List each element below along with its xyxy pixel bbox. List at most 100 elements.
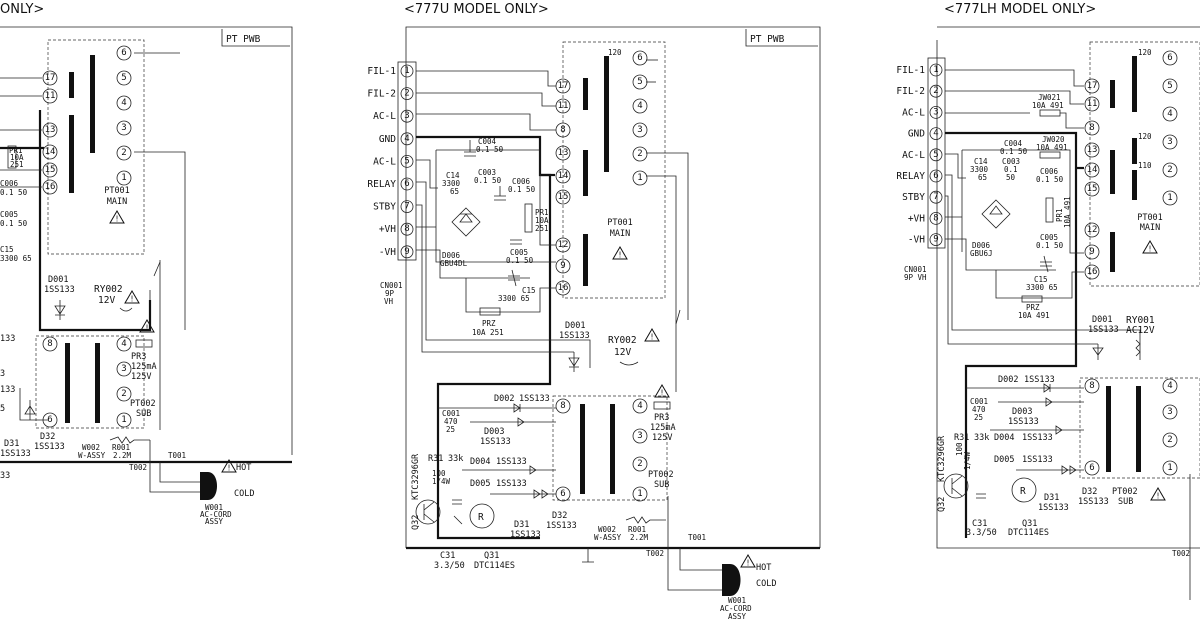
svg-text:0.1 50: 0.1 50 xyxy=(1000,147,1028,156)
svg-text:GBU6J: GBU6J xyxy=(970,249,993,258)
left-sub-r-pin-4-circle xyxy=(116,336,132,352)
svg-text:9P VH: 9P VH xyxy=(904,273,927,282)
svg-text:JW021: JW021 xyxy=(1038,93,1061,102)
svg-text:PT002: PT002 xyxy=(130,399,156,409)
svg-text:W001: W001 xyxy=(205,503,223,512)
svg-text:C001: C001 xyxy=(970,397,988,406)
svg-text:10A 491: 10A 491 xyxy=(1018,311,1050,320)
right-sub-r-pin-1-circle xyxy=(1162,460,1178,476)
svg-text:C006: C006 xyxy=(0,179,19,188)
svg-text:COLD: COLD xyxy=(234,489,254,499)
svg-text:C005: C005 xyxy=(0,210,18,219)
svg-text:0.1 50: 0.1 50 xyxy=(1036,175,1064,184)
svg-text:3: 3 xyxy=(0,369,5,379)
svg-text:3.3/50: 3.3/50 xyxy=(966,528,997,538)
center-tx-r-pin-4-circle xyxy=(632,98,648,114)
svg-text:120: 120 xyxy=(608,48,622,57)
svg-text:0.1 50: 0.1 50 xyxy=(0,219,28,228)
center-tx-l-pin-13-circle xyxy=(555,145,571,161)
left-txr-pin-2: 2 xyxy=(121,148,126,158)
svg-text:C15: C15 xyxy=(522,286,536,295)
center-cn-label-1: FIL-2 xyxy=(367,89,396,100)
svg-text:0.1 50: 0.1 50 xyxy=(508,185,536,194)
right-tx-l-pin-17-circle xyxy=(1084,78,1100,94)
right-cn-label-2: AC-L xyxy=(902,107,925,118)
svg-text:25: 25 xyxy=(974,413,983,422)
svg-text:PR1: PR1 xyxy=(1055,208,1064,222)
left-txr-pin-3: 3 xyxy=(121,123,126,133)
center-tx-l-pin-15: 15 xyxy=(558,192,569,202)
center-tx-r-pin-2: 2 xyxy=(637,149,642,159)
left-sub-r-pin-4: 4 xyxy=(121,339,126,349)
svg-text:R31: R31 xyxy=(428,454,443,464)
right-tx-l-pin-8-circle xyxy=(1084,120,1100,136)
left-txr-pin-4: 4 xyxy=(121,98,126,108)
svg-text:1SS133: 1SS133 xyxy=(1078,497,1109,507)
center-sub-l-pin-6-circle xyxy=(555,486,571,502)
center-sub-r-pin-1-circle xyxy=(632,486,648,502)
svg-text:T002: T002 xyxy=(1172,549,1190,558)
svg-text:PT001: PT001 xyxy=(607,218,633,228)
right-cn-pin-6-circle xyxy=(929,169,943,183)
left-tx-pin-16-circle xyxy=(42,179,58,195)
svg-text:251: 251 xyxy=(535,224,549,233)
svg-text:C15: C15 xyxy=(1034,275,1048,284)
center-cn-label-6: STBY xyxy=(373,202,396,213)
svg-text:PT002: PT002 xyxy=(1112,487,1138,497)
center-cn-label-5: RELAY xyxy=(367,179,396,190)
right-cn-pin-1-circle xyxy=(929,63,943,77)
right-sub-r-pin-1: 1 xyxy=(1167,463,1172,473)
left-sub-pin-6: 6 xyxy=(47,415,52,425)
left-sub-r-pin-3-circle xyxy=(116,361,132,377)
svg-text:125mA: 125mA xyxy=(650,423,676,433)
svg-text:D005: D005 xyxy=(994,455,1014,465)
center-cn-label-4: AC-L xyxy=(373,156,396,167)
svg-text:1SS133: 1SS133 xyxy=(559,331,590,341)
svg-text:R31: R31 xyxy=(954,433,969,443)
svg-text:MAIN: MAIN xyxy=(1140,223,1160,233)
left-tx-pin-13-circle xyxy=(42,122,58,138)
right-cn-label-3: GND xyxy=(908,129,925,140)
svg-text:1/4W: 1/4W xyxy=(432,477,451,486)
svg-text:3.3/50: 3.3/50 xyxy=(434,561,465,571)
left-sub-r-pin-3: 3 xyxy=(121,364,126,374)
svg-text:D003: D003 xyxy=(484,427,504,437)
right-cn-pin-5-circle xyxy=(929,148,943,162)
svg-text:PR3: PR3 xyxy=(654,413,669,423)
svg-text:10A: 10A xyxy=(10,153,24,162)
svg-text:PT001: PT001 xyxy=(1137,213,1163,223)
center-cn-label-2: AC-L xyxy=(373,111,396,122)
left-txr-pin-6: 6 xyxy=(121,48,126,58)
svg-text:100: 100 xyxy=(432,469,446,478)
svg-text:C006: C006 xyxy=(1040,167,1059,176)
right-tx-r-pin-3: 3 xyxy=(1167,137,1172,147)
center-tx-r-pin-3: 3 xyxy=(637,125,642,135)
svg-text:0.1 50: 0.1 50 xyxy=(0,188,28,197)
center-cn-label-3: GND xyxy=(379,134,396,145)
right-tx-r-pin-1-circle xyxy=(1162,190,1178,206)
left-txr-pin-1: 1 xyxy=(121,173,126,183)
svg-text:D002: D002 xyxy=(998,375,1018,385)
svg-text:50: 50 xyxy=(1006,173,1016,182)
svg-text:10A: 10A xyxy=(535,216,549,225)
left-txr-pin-5-circle xyxy=(116,70,132,86)
svg-text:1SS133: 1SS133 xyxy=(510,530,541,540)
svg-text:65: 65 xyxy=(450,187,459,196)
svg-text:12V: 12V xyxy=(98,295,115,306)
svg-text:C15: C15 xyxy=(0,245,14,254)
svg-text:3300 65: 3300 65 xyxy=(498,294,530,303)
svg-text:W002: W002 xyxy=(598,525,616,534)
left-sub-r-pin-2-circle xyxy=(116,386,132,402)
svg-text:1SS133: 1SS133 xyxy=(0,449,31,459)
svg-text:C003: C003 xyxy=(1002,157,1020,166)
right-cn-pin-7: 7 xyxy=(933,192,938,202)
right-cn-pin-3: 3 xyxy=(933,107,938,117)
right-tx-l-pin-12: 12 xyxy=(1087,225,1098,235)
right-sub-r-pin-2: 2 xyxy=(1167,435,1172,445)
center-tx-l-pin-9: 9 xyxy=(560,261,565,271)
right-cn-label-1: FIL-2 xyxy=(896,86,925,97)
center-panel-title: <777U MODEL ONLY> xyxy=(404,2,549,17)
center-sub-l-pin-8: 8 xyxy=(560,401,565,411)
svg-text:COLD: COLD xyxy=(756,579,776,589)
